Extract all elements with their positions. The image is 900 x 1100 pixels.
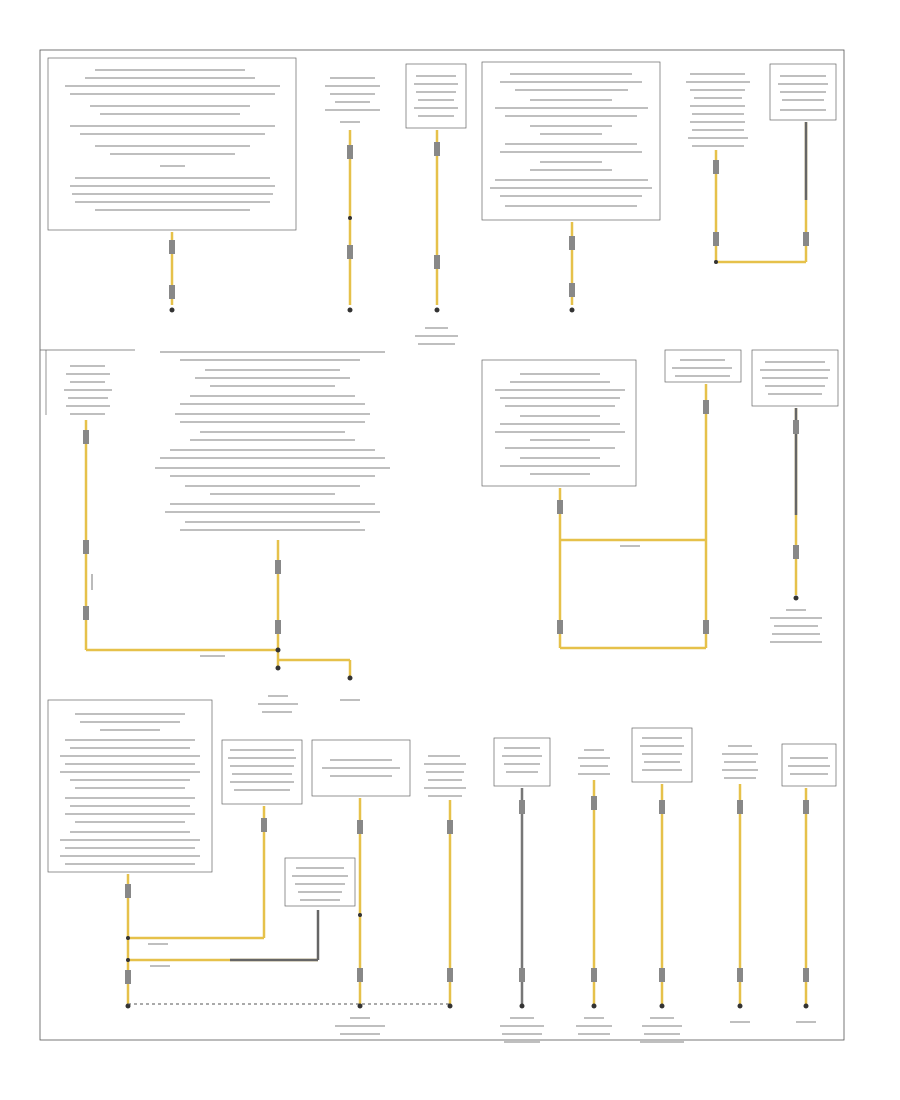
component-box-module-j (284, 857, 356, 907)
ground-wire-10 (357, 798, 363, 1009)
component-box-module-h (751, 349, 839, 407)
ground-wire-12 (519, 788, 525, 1009)
component-box-right-instrument-group (481, 61, 661, 221)
component-box-sensor-i (221, 739, 303, 805)
ground-point-label-g1 (415, 327, 458, 345)
component-box-module-l (424, 755, 466, 797)
ground-wire-1 (169, 232, 175, 313)
ground-point-label-g5 (500, 1017, 544, 1043)
ground-wire-6 (83, 420, 278, 657)
component-box-module-b (405, 63, 467, 129)
component-list-bottom-left (47, 699, 213, 873)
ground-point-label-g4 (335, 1017, 385, 1035)
junction-wires-bottom-left (125, 806, 320, 1009)
component-box-sensor-e (64, 365, 112, 415)
ground-wire-13 (591, 780, 597, 1009)
component-box-left-instrument-group (47, 57, 297, 231)
component-box-module-d (769, 63, 837, 121)
ground-point-label-g2 (258, 695, 360, 713)
component-box-sensor-c (686, 73, 750, 147)
component-box-module-o (631, 727, 693, 783)
component-box-sensor-p (722, 745, 758, 779)
ground-wire-4 (569, 222, 575, 313)
ground-point-label-g7 (640, 1017, 684, 1043)
ground-wire-14 (659, 784, 665, 1009)
component-box-module-q (781, 743, 837, 787)
component-box-sensor-g (664, 349, 742, 383)
component-list-center (155, 351, 390, 531)
component-box-sensor-n (578, 749, 610, 775)
ground-wire-15 (730, 784, 750, 1023)
ground-point-label-g6 (576, 1017, 612, 1035)
ground-wire-3 (434, 130, 440, 313)
ground-point-label-g3 (770, 609, 822, 643)
ground-wire-16 (796, 788, 816, 1023)
component-box-module-m (493, 737, 551, 787)
component-box-module-k (311, 739, 411, 797)
ground-wire-11 (447, 800, 453, 1009)
component-box-sensor-a (325, 77, 380, 123)
component-box-module-f (481, 359, 637, 487)
diagram-frame (39, 49, 845, 1041)
ground-wire-2 (347, 130, 353, 313)
ground-wire-9 (793, 408, 799, 601)
loop-wire-8 (557, 384, 709, 650)
ground-wire-7 (275, 540, 353, 681)
loop-wire-5 (713, 122, 809, 264)
